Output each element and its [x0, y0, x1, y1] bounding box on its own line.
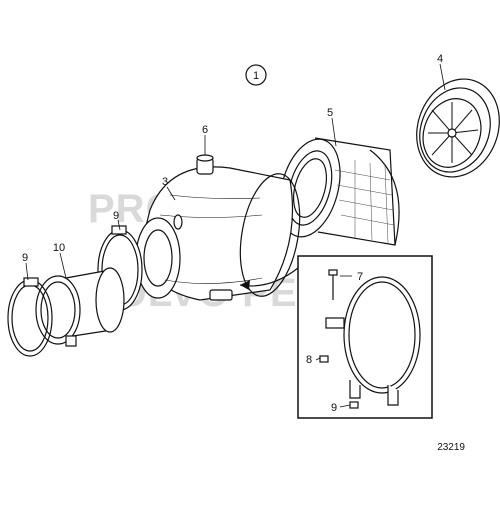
part-filter-housing — [135, 166, 301, 301]
callout-6: 7 — [357, 271, 363, 283]
callout-4: 5 — [327, 107, 333, 119]
part-inlet-hose — [35, 267, 125, 347]
group-number: 1 — [253, 70, 259, 82]
part-hose-clamp-front — [7, 277, 53, 357]
callout-9-front: 9 — [22, 252, 28, 264]
callout-3: 4 — [437, 53, 443, 65]
callout-5: 6 — [202, 124, 208, 136]
callout-9-middle: 9 — [113, 210, 119, 222]
callout-7: 8 — [306, 354, 312, 366]
detail-inset — [239, 255, 433, 419]
part-end-cover — [416, 78, 500, 178]
callout-10: 10 — [53, 242, 65, 254]
callout-labels: 4 5 6 3 9 10 9 7 8 9 — [22, 53, 443, 414]
callout-2: 3 — [162, 176, 168, 188]
group-number-badge: 1 — [245, 64, 267, 86]
callout-8: 9 — [331, 402, 337, 414]
reference-number: 23219 — [437, 442, 465, 453]
leader-lines — [25, 63, 446, 408]
part-filter-element — [279, 137, 400, 246]
part-valve — [196, 154, 214, 175]
